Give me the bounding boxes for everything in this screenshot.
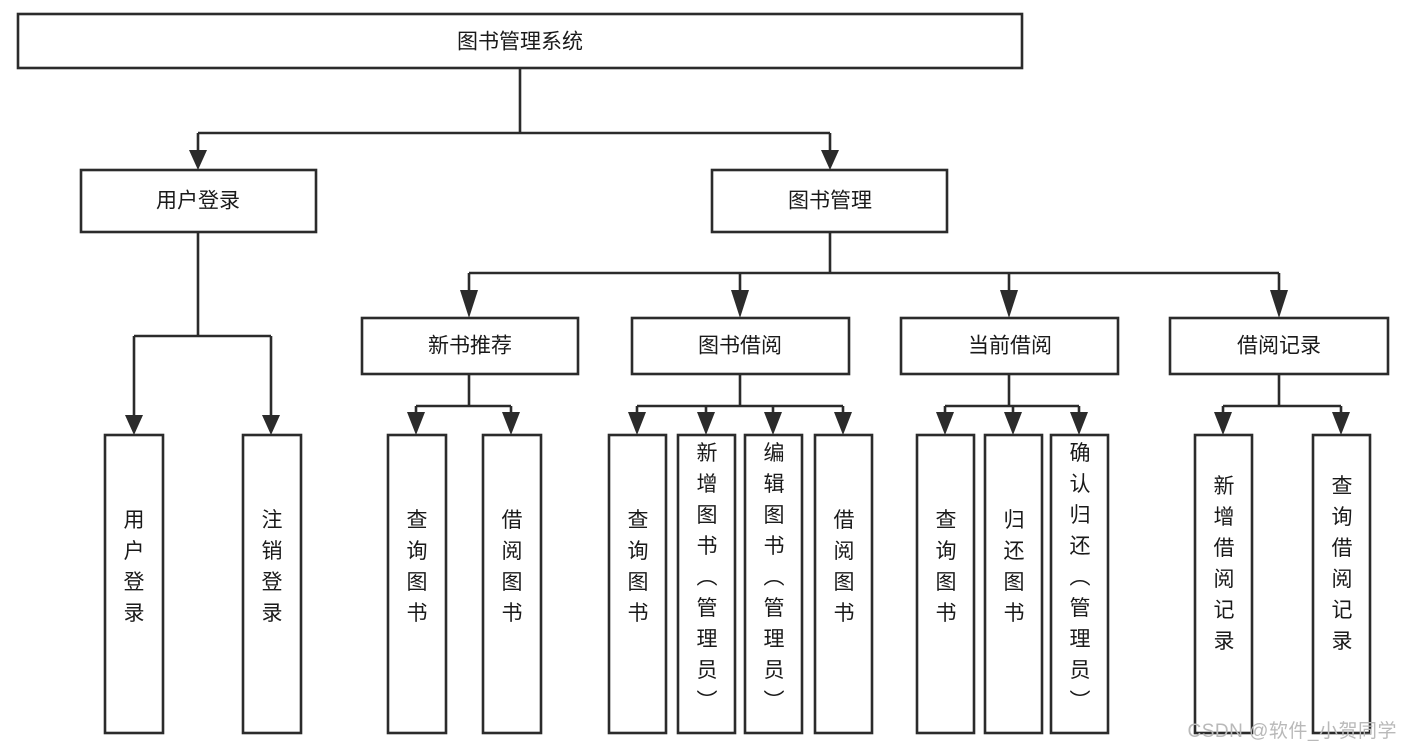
node-leaf-edit-book[interactable]: 编辑图书︵管理员︶ (743, 433, 804, 735)
node-book-manage-label: 图书管理 (788, 190, 872, 213)
node-book-manage-box[interactable] (710, 168, 949, 234)
node-new-book-rec[interactable]: 新书推荐 (360, 316, 580, 376)
csdn-watermark: CSDN @软件_小贺同学 (1187, 721, 1397, 742)
node-leaf-add-record-box[interactable] (1193, 433, 1254, 735)
arrow-borrow-record-leaf-1 (1214, 412, 1232, 435)
node-leaf-user-login-box[interactable] (103, 433, 165, 735)
node-leaf-query-book-2[interactable]: 查询图书 (607, 433, 668, 735)
node-book-borrow[interactable]: 图书借阅 (630, 316, 851, 376)
node-leaf-query-book-3[interactable]: 查询图书 (915, 433, 976, 735)
node-leaf-user-login-label: 用户登录 (124, 509, 145, 625)
arrow-user-login-leaf-2 (262, 415, 280, 435)
node-root-label: 图书管理系统 (457, 31, 583, 54)
arrow-current-borrow-leaf-2 (1004, 412, 1022, 435)
node-leaf-query-book-1-label: 查询图书 (407, 509, 428, 625)
node-leaf-edit-book-label: 编辑图书︵管理员︶ (764, 442, 785, 713)
node-leaf-query-record-box[interactable] (1311, 433, 1372, 735)
node-borrow-record-label: 借阅记录 (1237, 335, 1321, 358)
arrow-book-manage-child-2 (731, 290, 749, 318)
node-leaf-borrow-book-1-box[interactable] (481, 433, 543, 735)
node-leaf-add-record[interactable]: 新增借阅记录 (1193, 433, 1254, 735)
node-leaf-borrow-book-2[interactable]: 借阅图书 (813, 433, 874, 735)
arrow-new-book-rec-leaf-2 (502, 412, 520, 435)
arrow-book-borrow-leaf-1 (628, 412, 646, 435)
node-leaf-borrow-book-2-box[interactable] (813, 433, 874, 735)
node-leaf-logout-box[interactable] (241, 433, 303, 735)
edge-layer (125, 68, 1350, 435)
node-layer: 图书管理系统 用户登录 图书管理 新书推荐 图书借阅 (16, 12, 1390, 735)
node-leaf-borrow-book-1[interactable]: 借阅图书 (481, 433, 543, 735)
node-leaf-query-book-3-label: 查询图书 (936, 509, 957, 625)
node-book-manage[interactable]: 图书管理 (710, 168, 949, 234)
arrow-book-manage-child-1 (460, 290, 478, 318)
arrow-book-borrow-leaf-4 (834, 412, 852, 435)
node-leaf-confirm-return-label: 确认归还︵管理员︶ (1070, 442, 1091, 713)
node-current-borrow-label: 当前借阅 (968, 335, 1052, 358)
arrow-book-manage-child-4 (1270, 290, 1288, 318)
arrow-user-login-leaf-1 (125, 415, 143, 435)
node-book-borrow-box[interactable] (630, 316, 851, 376)
node-user-login-label: 用户登录 (156, 190, 240, 213)
node-new-book-rec-label: 新书推荐 (428, 335, 512, 358)
node-leaf-return-book-box[interactable] (983, 433, 1044, 735)
node-borrow-record-box[interactable] (1168, 316, 1390, 376)
arrow-root-to-book-manage (821, 150, 839, 170)
node-leaf-query-record-label: 查询借阅记录 (1332, 475, 1353, 653)
node-leaf-query-book-1-box[interactable] (386, 433, 448, 735)
node-root[interactable]: 图书管理系统 (16, 12, 1024, 70)
node-leaf-borrow-book-2-label: 借阅图书 (834, 509, 855, 625)
arrow-current-borrow-leaf-1 (936, 412, 954, 435)
node-user-login[interactable]: 用户登录 (79, 168, 318, 234)
node-leaf-add-book-label: 新增图书︵管理员︶ (697, 442, 718, 713)
arrow-book-borrow-leaf-3 (764, 412, 782, 435)
node-current-borrow-box[interactable] (899, 316, 1120, 376)
node-leaf-logout[interactable]: 注销登录 (241, 433, 303, 735)
arrow-book-borrow-leaf-2 (697, 412, 715, 435)
node-leaf-return-book[interactable]: 归还图书 (983, 433, 1044, 735)
node-new-book-rec-box[interactable] (360, 316, 580, 376)
node-leaf-edit-book-box[interactable] (743, 433, 804, 735)
node-leaf-add-record-label: 新增借阅记录 (1214, 475, 1235, 653)
node-leaf-logout-label: 注销登录 (262, 509, 283, 625)
node-leaf-borrow-book-1-label: 借阅图书 (502, 509, 523, 625)
arrow-borrow-record-leaf-2 (1332, 412, 1350, 435)
node-borrow-record[interactable]: 借阅记录 (1168, 316, 1390, 376)
node-leaf-query-record[interactable]: 查询借阅记录 (1311, 433, 1372, 735)
node-leaf-return-book-label: 归还图书 (1004, 509, 1025, 625)
node-root-box[interactable] (16, 12, 1024, 70)
arrow-new-book-rec-leaf-1 (407, 412, 425, 435)
node-leaf-add-book[interactable]: 新增图书︵管理员︶ (676, 433, 737, 735)
node-leaf-confirm-return-box[interactable] (1049, 433, 1110, 735)
node-leaf-query-book-3-box[interactable] (915, 433, 976, 735)
arrow-root-to-user-login (189, 150, 207, 170)
arrow-book-manage-child-3 (1000, 290, 1018, 318)
node-leaf-user-login[interactable]: 用户登录 (103, 433, 165, 735)
arrow-current-borrow-leaf-3 (1070, 412, 1088, 435)
node-leaf-add-book-box[interactable] (676, 433, 737, 735)
node-current-borrow[interactable]: 当前借阅 (899, 316, 1120, 376)
node-leaf-query-book-2-label: 查询图书 (628, 509, 649, 625)
node-book-borrow-label: 图书借阅 (698, 335, 782, 358)
node-leaf-query-book-2-box[interactable] (607, 433, 668, 735)
node-leaf-confirm-return[interactable]: 确认归还︵管理员︶ (1049, 433, 1110, 735)
node-user-login-box[interactable] (79, 168, 318, 234)
node-leaf-query-book-1[interactable]: 查询图书 (386, 433, 448, 735)
